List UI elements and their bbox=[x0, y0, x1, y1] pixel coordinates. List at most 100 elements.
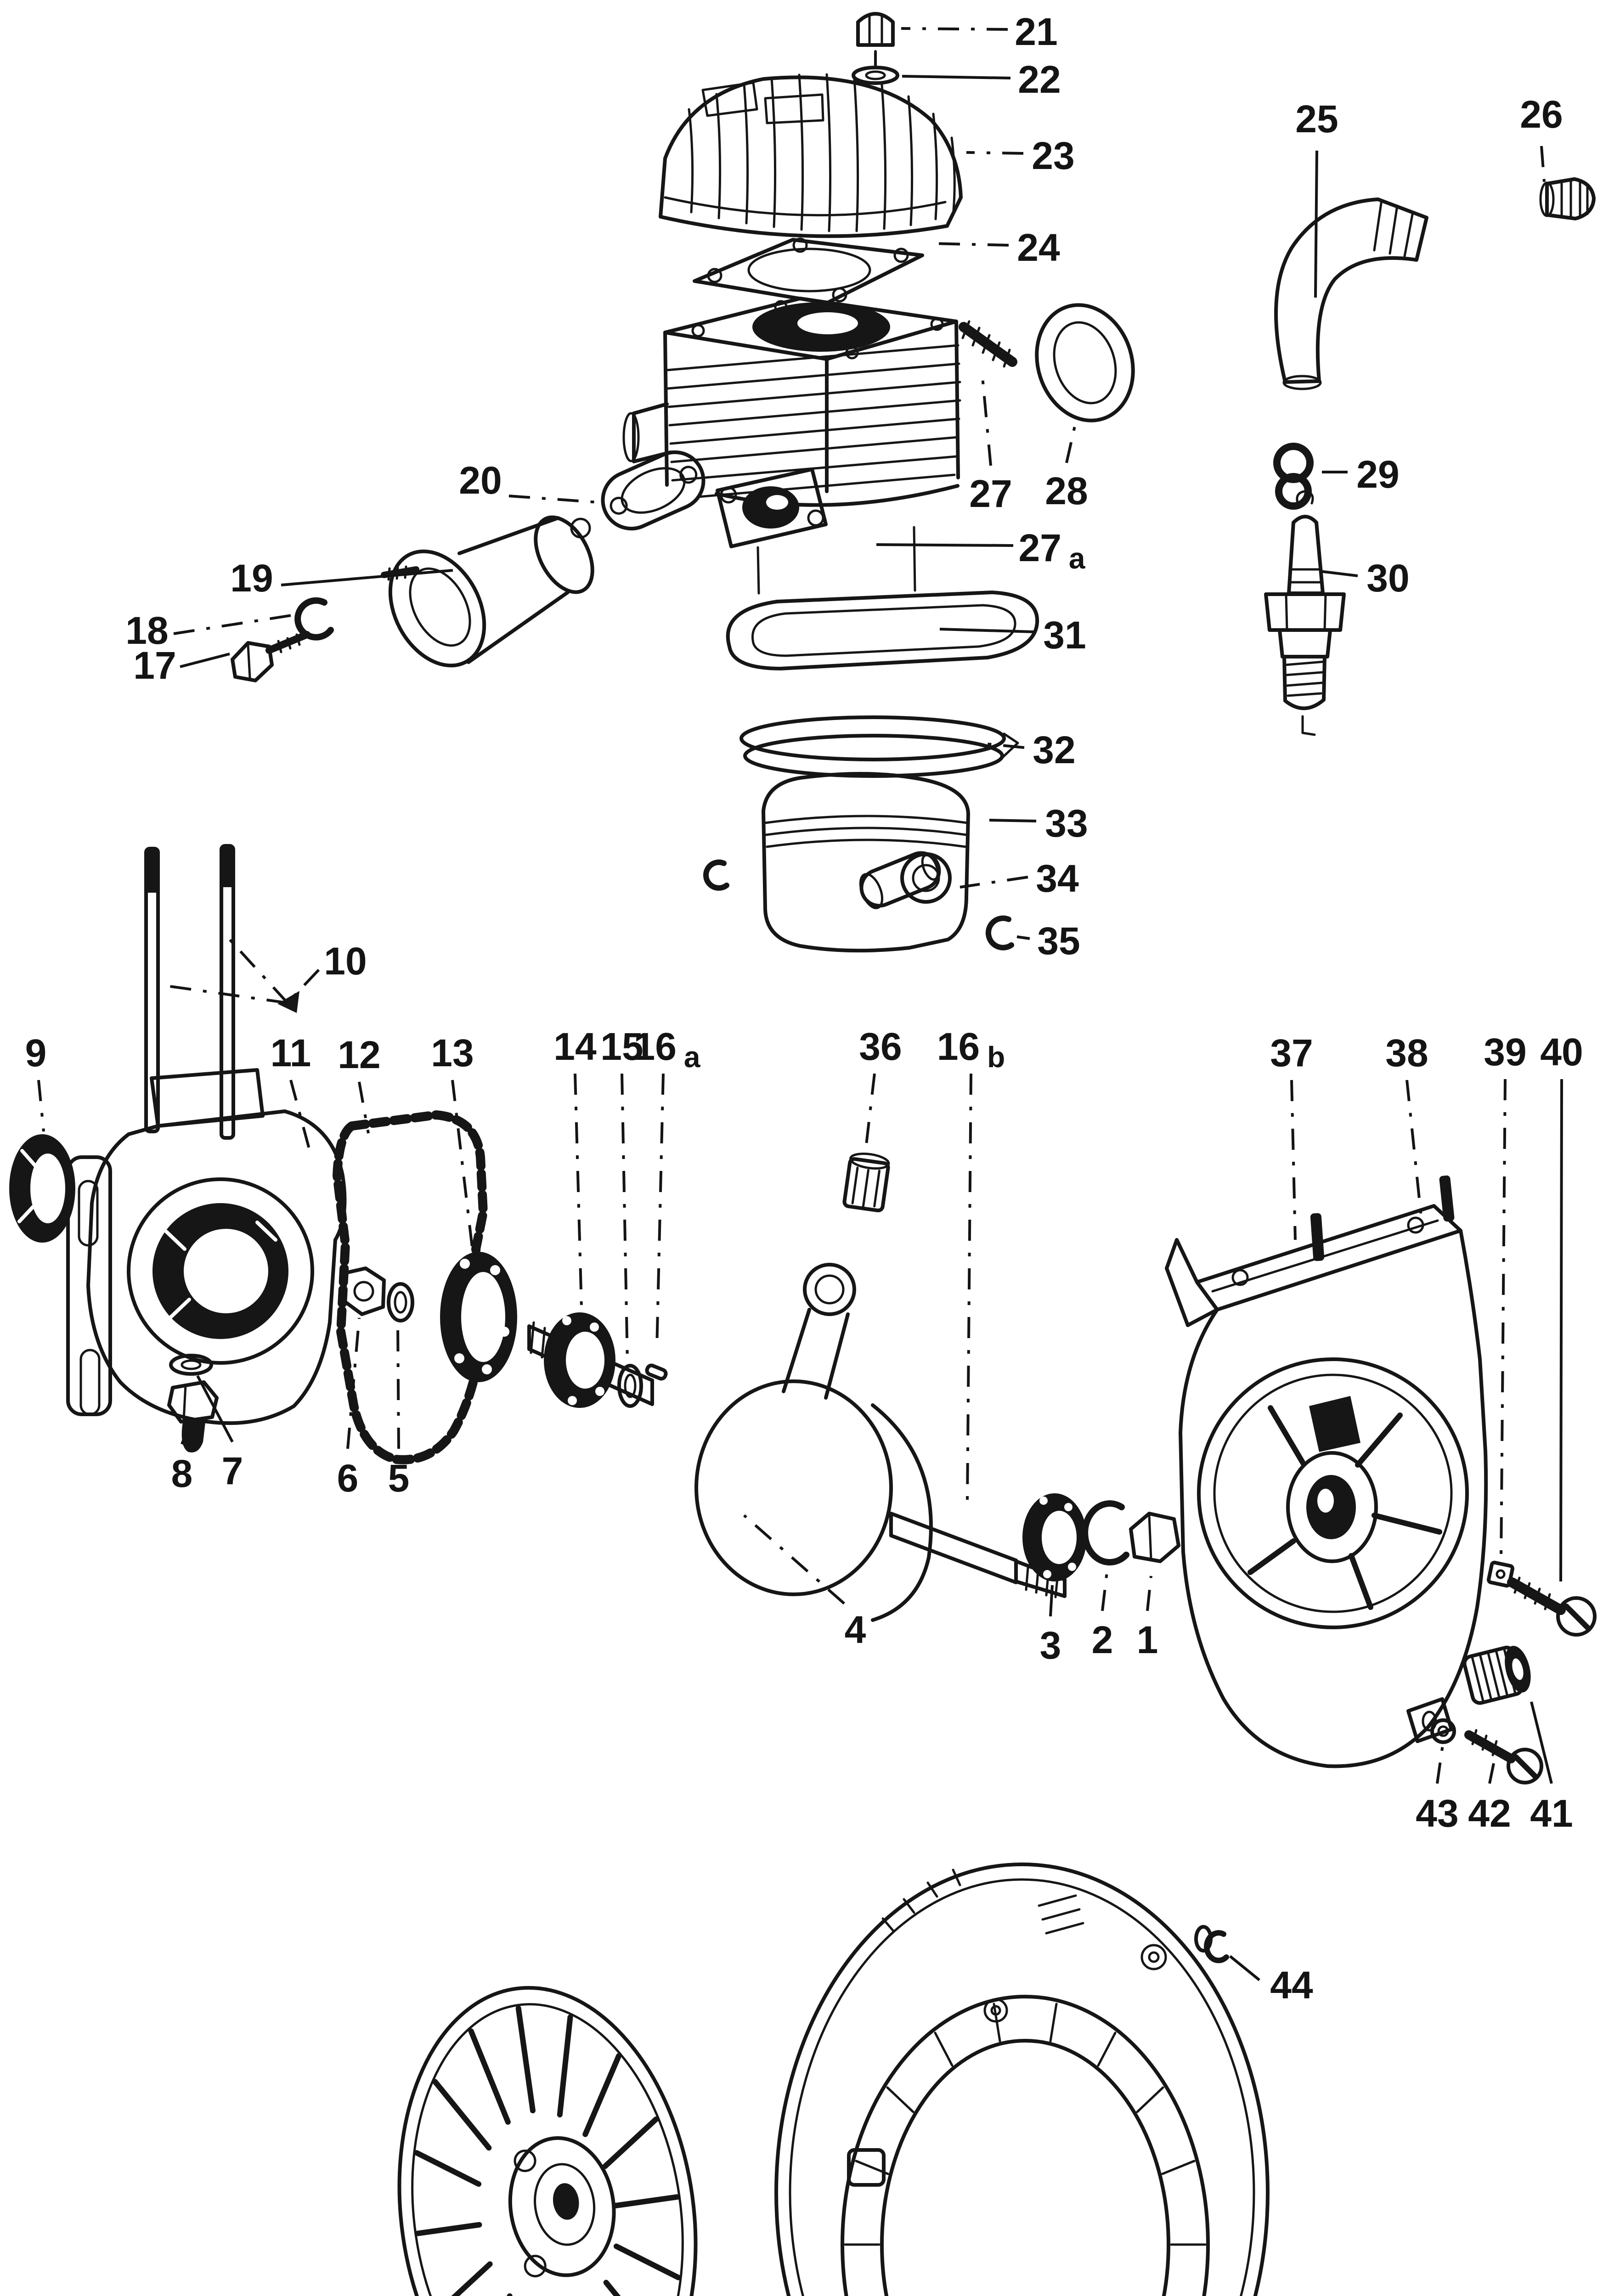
stud bbox=[959, 320, 1017, 368]
cylinder-head-cover bbox=[659, 73, 963, 238]
callout-35: 35 bbox=[1037, 919, 1080, 962]
leader-line-16a bbox=[655, 1073, 665, 1350]
callout-11: 11 bbox=[271, 1031, 311, 1075]
washer bbox=[617, 1364, 643, 1408]
callout-28: 28 bbox=[1045, 469, 1088, 512]
callout-17: 17 bbox=[133, 644, 176, 687]
main-bearing-left bbox=[9, 1134, 75, 1243]
needle-bearing bbox=[842, 1153, 890, 1213]
callout-44: 44 bbox=[1270, 1964, 1313, 2007]
crankcase-half bbox=[66, 1068, 347, 1425]
ball-bearing bbox=[544, 1312, 615, 1408]
leader-line-38 bbox=[1405, 1080, 1423, 1226]
leader-line-10 bbox=[286, 968, 320, 1004]
leader-line-17 bbox=[180, 653, 230, 668]
ball-bearing bbox=[440, 1252, 517, 1382]
hex-nut bbox=[343, 1266, 386, 1316]
hex-bolt bbox=[231, 631, 310, 682]
callout-4: 4 bbox=[845, 1608, 866, 1651]
callout-3: 3 bbox=[1040, 1624, 1061, 1667]
leader-line-5 bbox=[396, 1322, 400, 1449]
crankcase-gasket bbox=[333, 1110, 488, 1464]
leader-line-18 bbox=[173, 613, 298, 635]
leader-line-9 bbox=[37, 1080, 45, 1132]
leader-line-23 bbox=[966, 151, 1024, 155]
screw bbox=[1507, 1576, 1597, 1637]
callout-36: 36 bbox=[859, 1025, 902, 1068]
screw bbox=[1464, 1729, 1543, 1784]
callout-10: 10 bbox=[324, 940, 367, 983]
leader-line-35 bbox=[1016, 935, 1030, 940]
cap-plug bbox=[1539, 177, 1596, 220]
fan-cover bbox=[774, 1863, 1270, 2296]
acorn-nut bbox=[856, 12, 895, 69]
leader-line-13 bbox=[451, 1080, 474, 1248]
callout-7: 7 bbox=[222, 1449, 243, 1492]
intake-gasket bbox=[601, 450, 706, 531]
leader-line-37 bbox=[1290, 1080, 1297, 1240]
exhaust-gasket bbox=[1035, 303, 1135, 422]
callout-2: 2 bbox=[1092, 1618, 1113, 1661]
ball-bearing bbox=[1022, 1493, 1087, 1581]
callout-27: 27 bbox=[969, 472, 1012, 515]
pin-circlip bbox=[703, 859, 1014, 951]
leader-line-39 bbox=[1500, 1079, 1507, 1560]
leader-line-16b bbox=[966, 1073, 972, 1501]
callout-20: 20 bbox=[459, 459, 502, 502]
leader-line-28 bbox=[1065, 426, 1076, 463]
callout-18: 18 bbox=[125, 609, 168, 652]
leader-line-27 bbox=[981, 371, 992, 466]
leader-line-1 bbox=[1146, 1576, 1152, 1611]
callout-31: 31 bbox=[1043, 613, 1086, 657]
leader-line-32 bbox=[977, 742, 1025, 749]
washer bbox=[852, 66, 899, 85]
callout-37: 37 bbox=[1270, 1031, 1313, 1075]
callout-25: 25 bbox=[1295, 97, 1338, 141]
leader-line-10 bbox=[163, 984, 288, 1004]
callout-24: 24 bbox=[1017, 226, 1060, 269]
callout-1: 1 bbox=[1137, 1618, 1158, 1661]
callout-19: 19 bbox=[230, 557, 273, 600]
leader-line-20 bbox=[508, 495, 599, 504]
leader-line-2 bbox=[1101, 1560, 1110, 1611]
leader-line-15 bbox=[621, 1073, 629, 1362]
leader-line-31 bbox=[939, 628, 1035, 633]
hex-nut bbox=[1129, 1512, 1180, 1563]
washer bbox=[387, 1282, 414, 1322]
manifold-stud bbox=[381, 565, 419, 581]
leader-line-26 bbox=[1540, 146, 1546, 182]
callout-23: 23 bbox=[1032, 134, 1074, 177]
woodruff-key bbox=[645, 1363, 668, 1381]
leader-line-19 bbox=[281, 569, 453, 586]
callout-33: 33 bbox=[1045, 802, 1088, 845]
hex-bolt bbox=[167, 1380, 219, 1453]
leader-line-22 bbox=[902, 75, 1011, 79]
leader-line-44 bbox=[1229, 1955, 1260, 1981]
callout-6: 6 bbox=[337, 1457, 359, 1500]
cylinder bbox=[622, 297, 961, 595]
spark-plug-terminal-clip bbox=[1273, 443, 1314, 510]
callout-8: 8 bbox=[171, 1452, 193, 1495]
callout-42: 42 bbox=[1468, 1792, 1511, 1835]
callout-21: 21 bbox=[1015, 10, 1057, 53]
intake-elbow bbox=[1274, 197, 1428, 390]
leader-line-27a bbox=[876, 543, 1014, 547]
leader-line-8 bbox=[181, 1429, 189, 1445]
leader-line-7 bbox=[196, 1375, 234, 1443]
crankcase-studs bbox=[144, 844, 235, 1140]
spark-plug bbox=[1264, 490, 1346, 736]
piston-rings bbox=[739, 715, 1019, 778]
leader-line-40 bbox=[1559, 1079, 1563, 1582]
callout-22: 22 bbox=[1018, 58, 1061, 101]
callout-26: 26 bbox=[1520, 93, 1563, 136]
leader-line-6 bbox=[346, 1317, 361, 1449]
callout-40: 40 bbox=[1540, 1030, 1583, 1074]
leader-line-33 bbox=[989, 819, 1037, 822]
callout-38: 38 bbox=[1385, 1031, 1428, 1075]
